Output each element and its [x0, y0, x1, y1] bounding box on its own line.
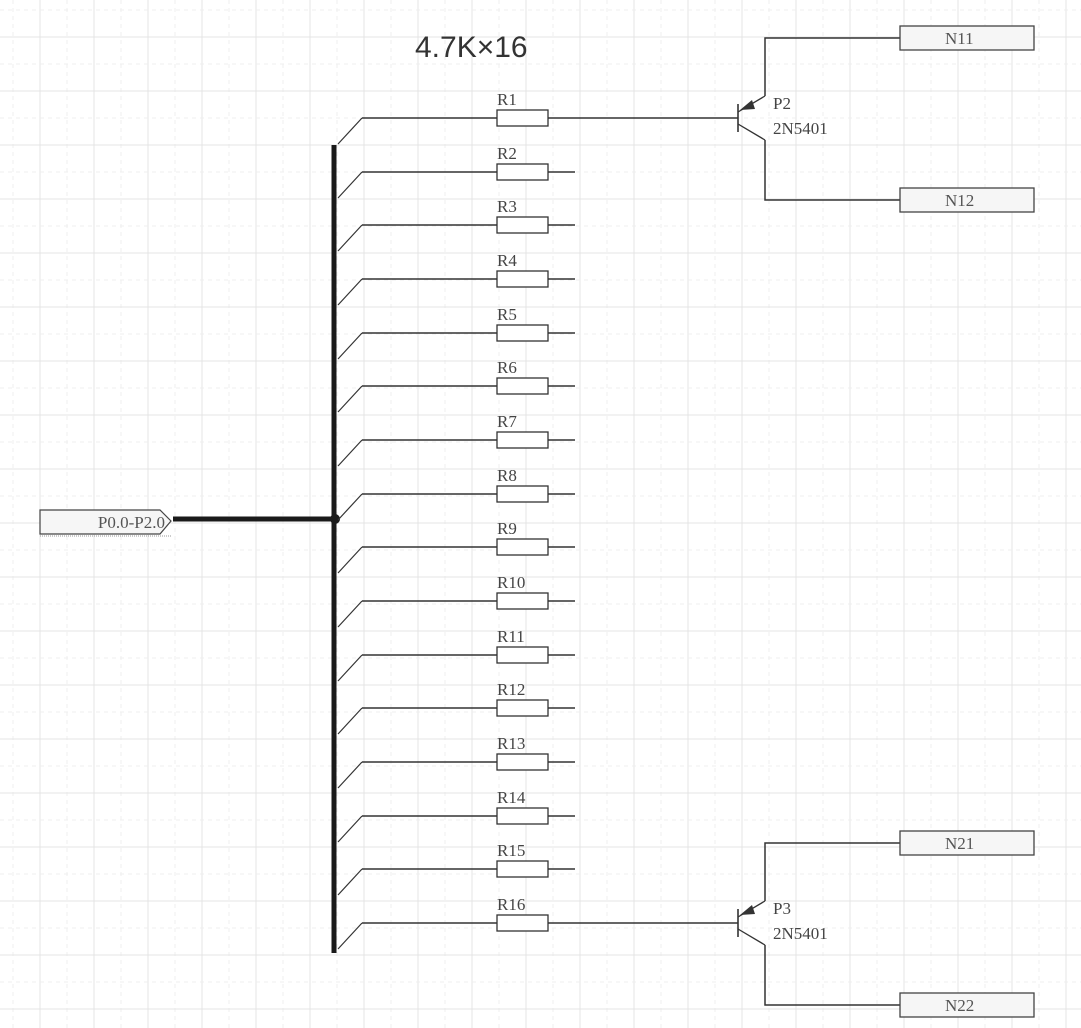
bus-entry: [337, 224, 363, 252]
bus-entry: [337, 922, 363, 950]
resistor-body[interactable]: [496, 324, 549, 342]
wire[interactable]: [764, 945, 900, 1006]
port-shape: [39, 509, 172, 535]
output-port[interactable]: N22: [899, 992, 1035, 1018]
resistor-row[interactable]: R2: [337, 144, 575, 199]
port-label: N12: [945, 191, 974, 210]
resistor-label: R5: [497, 305, 517, 324]
resistor-body[interactable]: [496, 807, 549, 825]
resistor-label: R10: [497, 573, 525, 592]
resistor-label: R13: [497, 734, 525, 753]
bus-entry: [337, 278, 363, 306]
resistor-row[interactable]: R6: [337, 358, 575, 413]
resistor-body[interactable]: [496, 914, 549, 932]
resistor-row[interactable]: R8: [337, 466, 575, 521]
resistor-body[interactable]: [496, 538, 549, 556]
transistor-ref: P2: [773, 94, 791, 113]
output-port[interactable]: N11: [899, 25, 1035, 51]
resistor-body[interactable]: [496, 377, 549, 395]
bus-entry: [337, 761, 363, 789]
resistor-row[interactable]: R14: [337, 788, 575, 843]
bus-entry: [337, 385, 363, 413]
bus-entry: [337, 868, 363, 896]
wire[interactable]: [764, 842, 900, 901]
resistor-row[interactable]: R5: [337, 305, 575, 360]
resistor-row[interactable]: R10: [337, 573, 575, 628]
port-label: N21: [945, 834, 974, 853]
output-port[interactable]: N21: [899, 830, 1035, 856]
resistor-row[interactable]: R11: [337, 627, 575, 682]
bus-entry: [337, 600, 363, 628]
resistor-label: R15: [497, 841, 525, 860]
wire[interactable]: [764, 37, 900, 96]
port-shape: [899, 992, 1035, 1018]
resistor-body[interactable]: [496, 270, 549, 288]
resistor-label: R11: [497, 627, 525, 646]
port-label: P0.0-P2.0: [98, 513, 165, 532]
bus-entry: [337, 546, 363, 574]
resistor-body[interactable]: [496, 860, 549, 878]
bus-entry: [337, 332, 363, 360]
bus-entry: [337, 439, 363, 467]
resistor-body[interactable]: [496, 216, 549, 234]
emitter-arrow-icon: [740, 100, 755, 110]
resistor-body[interactable]: [496, 431, 549, 449]
port-shape: [899, 25, 1035, 51]
resistor-body[interactable]: [496, 753, 549, 771]
port-shape: [899, 187, 1035, 213]
resistor-label: R9: [497, 519, 517, 538]
emitter-arrow-icon: [740, 905, 755, 915]
bus-entry: [337, 707, 363, 735]
resistor-row[interactable]: R4: [337, 251, 575, 306]
resistor-row[interactable]: R12: [337, 680, 575, 735]
resistor-body[interactable]: [496, 699, 549, 717]
bus-entry: [337, 171, 363, 199]
resistor-body[interactable]: [496, 109, 549, 127]
resistor-row[interactable]: R1: [337, 90, 738, 145]
resistor-row[interactable]: R7: [337, 412, 575, 467]
port-shape: [899, 830, 1035, 856]
resistor-body[interactable]: [496, 163, 549, 181]
output-port[interactable]: N12: [899, 187, 1035, 213]
bus-entry: [337, 815, 363, 843]
port-label: N11: [945, 29, 974, 48]
resistor-label: R1: [497, 90, 517, 109]
resistor-body[interactable]: [496, 592, 549, 610]
resistor-row[interactable]: R15: [337, 841, 575, 896]
resistor-label: R12: [497, 680, 525, 699]
bus-entry: [337, 493, 363, 521]
input-port[interactable]: P0.0-P2.0: [39, 509, 172, 537]
port-label: N22: [945, 996, 974, 1015]
resistor-row[interactable]: R16: [337, 895, 738, 950]
resistor-label: R3: [497, 197, 517, 216]
transistor-part: 2N5401: [773, 924, 828, 943]
resistor-label: R4: [497, 251, 517, 270]
resistor-label: R6: [497, 358, 517, 377]
wire[interactable]: [764, 140, 900, 201]
resistor-row[interactable]: R13: [337, 734, 575, 789]
resistor-body[interactable]: [496, 646, 549, 664]
bus-entry: [337, 654, 363, 682]
bus-entry: [337, 117, 363, 145]
resistor-row[interactable]: R3: [337, 197, 575, 252]
resistor-label: R16: [497, 895, 525, 914]
transistor-part: 2N5401: [773, 119, 828, 138]
resistor-label: R8: [497, 466, 517, 485]
schematic-title: 4.7K×16: [415, 31, 528, 64]
resistor-label: R2: [497, 144, 517, 163]
resistor-body[interactable]: [496, 485, 549, 503]
transistor-collector: [737, 123, 766, 141]
resistor-row[interactable]: R9: [337, 519, 575, 574]
transistor-collector: [737, 928, 766, 946]
resistor-label: R7: [497, 412, 517, 431]
resistor-label: R14: [497, 788, 526, 807]
transistor-ref: P3: [773, 899, 791, 918]
